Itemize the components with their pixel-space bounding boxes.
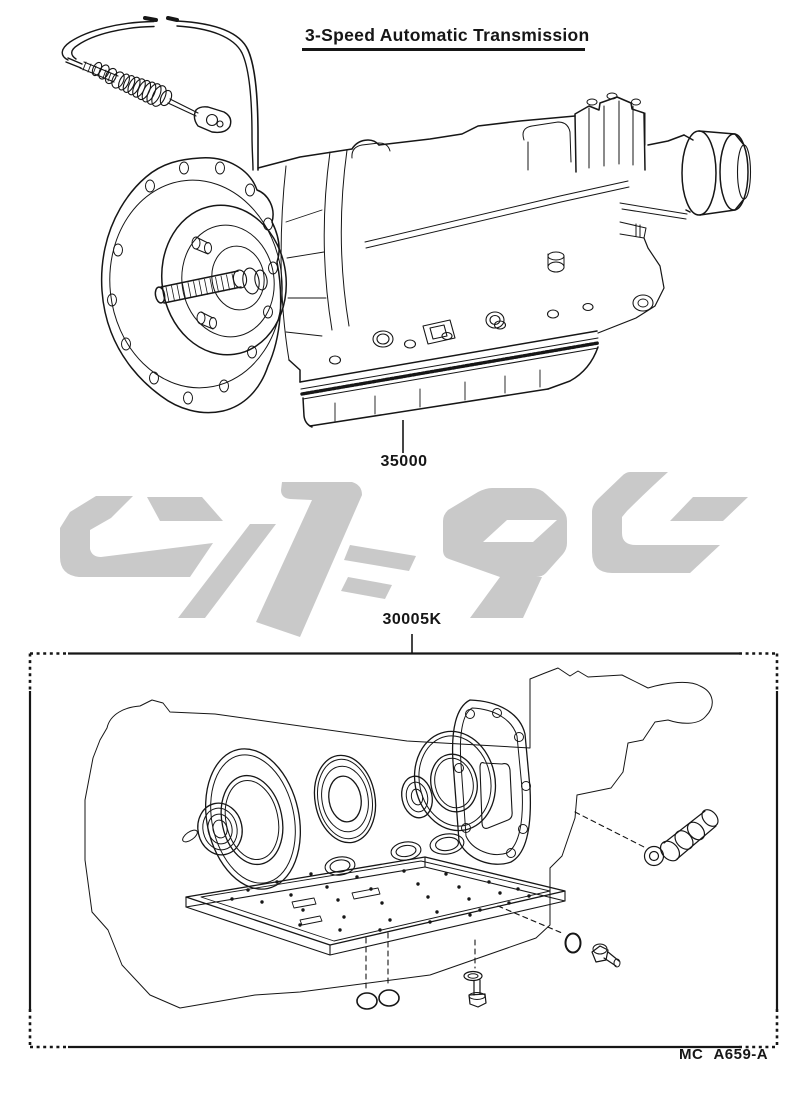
speedometer-sleeve [643,809,719,867]
ghost-outline [84,667,713,1009]
leader-lines [402,420,413,653]
catalog-plate-code: MC A659-A [679,1046,769,1063]
oil-pan [288,330,600,428]
kit-boundary-border [28,652,779,1049]
case-rail-fittings [328,302,594,365]
transmission-assembly-drawing [100,92,752,428]
part-label-35000: 35000 [380,453,428,470]
page-title: 3-Speed Automatic Transmission [305,25,590,45]
extension-housing-gasket [451,699,532,865]
pump-studs [191,236,217,330]
gasket-holes [230,869,531,932]
watermark-logo [60,472,748,637]
connector-block [574,92,646,173]
mid-seal-ring [313,754,377,844]
input-shaft [154,267,268,304]
kickdown-cable-drawing [61,16,259,171]
tail-housing [619,112,752,239]
part-label-30005k: 30005K [382,611,442,628]
bell-bolt-holes [107,161,278,405]
pan-gasket-plates [185,856,566,956]
o-rings-and-plugs [356,932,621,1010]
gasket-kit-drawing [84,667,719,1010]
title-underline [302,48,585,51]
front-seal-assembly [182,748,302,890]
